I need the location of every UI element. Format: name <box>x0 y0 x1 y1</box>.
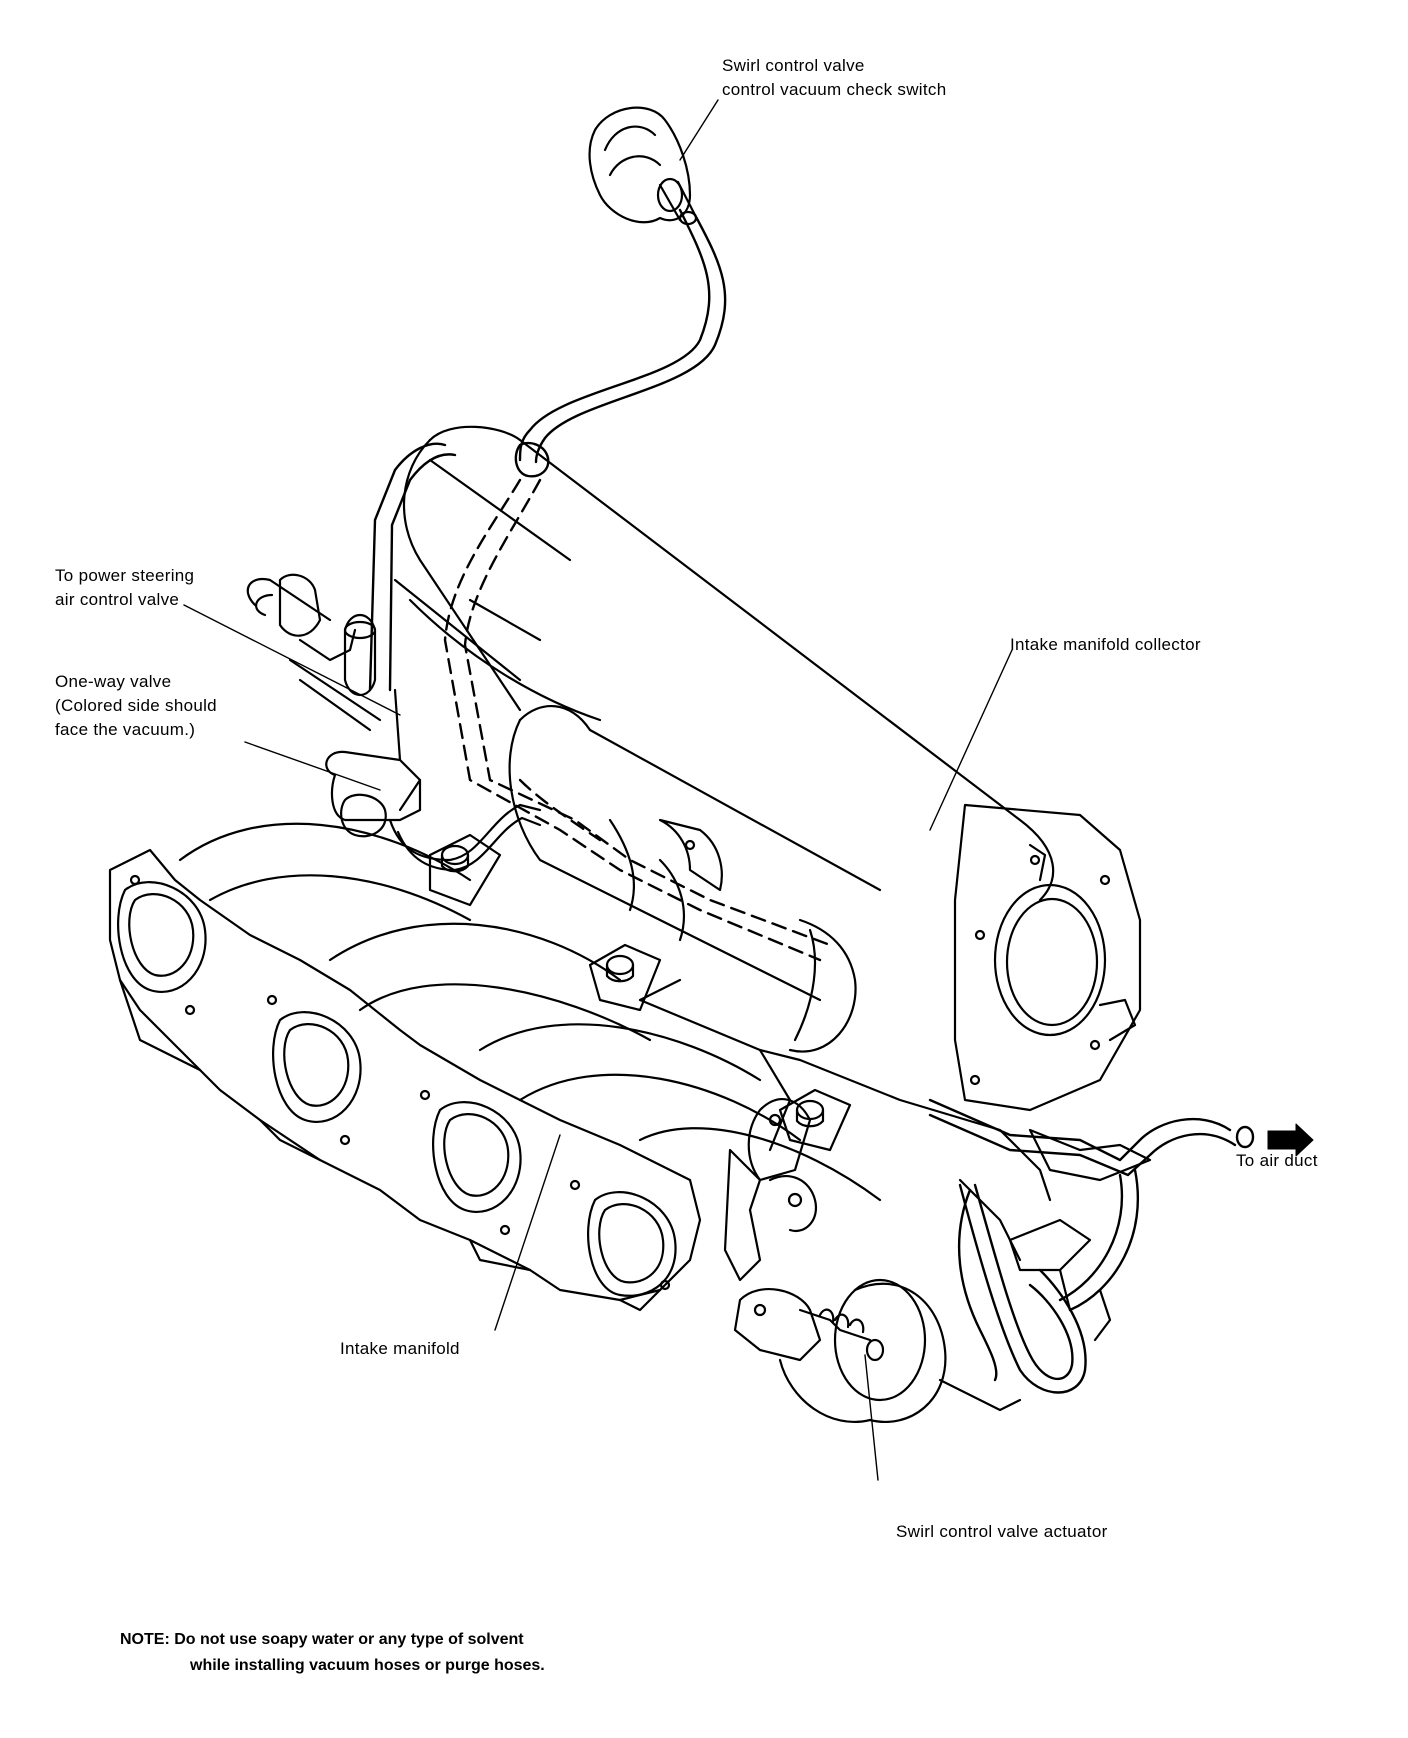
one-way-valve-label-line2: (Colored side should <box>55 696 217 715</box>
vacuum-hoses <box>368 208 1255 1394</box>
air-duct-arrow <box>1267 1123 1314 1157</box>
hidden-hoses <box>443 478 832 962</box>
note-text: NOTE: Do not use soapy water or any type… <box>120 1627 545 1679</box>
leader-lines <box>183 99 1013 1481</box>
note-line1: NOTE: Do not use soapy water or any type… <box>120 1631 524 1648</box>
power-steering-label: To power steering air control valve <box>55 564 194 612</box>
power-steering-label-line1: To power steering <box>55 566 195 585</box>
check-switch-label-line1: Swirl control valve <box>722 56 865 75</box>
manifold-label: Intake manifold <box>340 1339 460 1358</box>
one-way-valve-label-line1: One-way valve <box>55 672 172 691</box>
bracket <box>958 1128 1152 1342</box>
one-way-valve-assembly <box>246 573 542 872</box>
one-way-valve-label-line3: face the vacuum.) <box>55 720 196 739</box>
swirl-control-valve-actuator <box>723 1098 1022 1423</box>
one-way-valve-label: One-way valve (Colored side should face … <box>55 670 217 742</box>
power-steering-label-line2: air control valve <box>55 590 180 609</box>
check-switch-label: Swirl control valve control vacuum check… <box>722 54 946 102</box>
intake-manifold <box>108 822 1052 1312</box>
actuator-label: Swirl control valve actuator <box>896 1522 1108 1541</box>
collector-label: Intake manifold collector <box>1010 635 1201 654</box>
check-switch-label-line2: control vacuum check switch <box>722 80 947 99</box>
note-line2: while installing vacuum hoses or purge h… <box>190 1657 545 1674</box>
air-duct-label: To air duct <box>1236 1151 1318 1170</box>
intake-manifold-collector <box>393 425 1142 1112</box>
swirl-control-valve-control-vacuum-check-switch <box>588 106 698 226</box>
